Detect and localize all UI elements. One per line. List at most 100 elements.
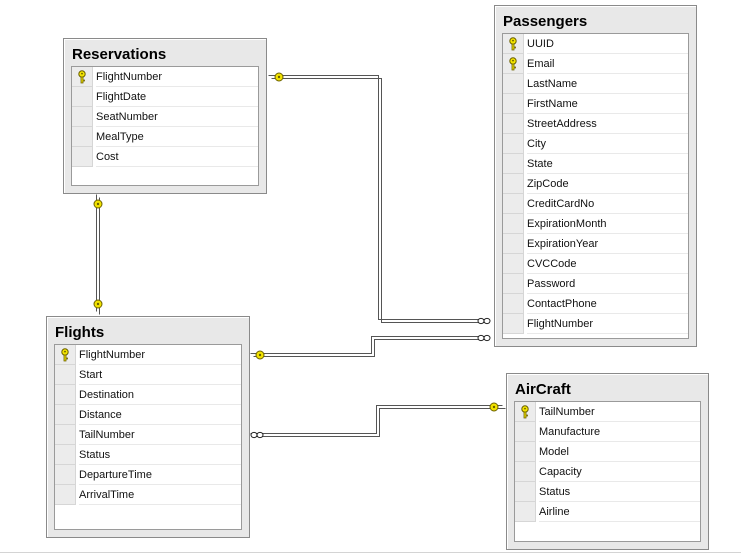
- row-selector[interactable]: [55, 345, 76, 365]
- column-row[interactable]: UUID: [503, 34, 688, 54]
- row-selector[interactable]: [515, 502, 536, 522]
- column-row[interactable]: City: [503, 134, 688, 154]
- table-title[interactable]: Flights: [55, 324, 105, 341]
- row-selector[interactable]: [515, 462, 536, 482]
- column-row[interactable]: SeatNumber: [72, 107, 258, 127]
- row-selector[interactable]: [72, 67, 93, 87]
- column-row[interactable]: FirstName: [503, 94, 688, 114]
- column-row[interactable]: Password: [503, 274, 688, 294]
- row-selector[interactable]: [515, 442, 536, 462]
- row-selector[interactable]: [503, 214, 524, 234]
- row-selector[interactable]: [72, 87, 93, 107]
- column-row[interactable]: State: [503, 154, 688, 174]
- row-selector[interactable]: [55, 385, 76, 405]
- table-title[interactable]: Passengers: [503, 13, 588, 30]
- relationship-reservations-flights[interactable]: [96, 194, 100, 315]
- row-selector[interactable]: [55, 465, 76, 485]
- one-end-key-icon: [93, 299, 103, 309]
- column-row[interactable]: Airline: [515, 502, 700, 522]
- row-selector[interactable]: [503, 94, 524, 114]
- row-selector[interactable]: [72, 107, 93, 127]
- column-row[interactable]: Status: [55, 445, 241, 465]
- column-row[interactable]: TailNumber: [55, 425, 241, 445]
- table-title[interactable]: AirCraft: [515, 381, 571, 398]
- row-selector[interactable]: [503, 294, 524, 314]
- row-selector[interactable]: [503, 74, 524, 94]
- column-name: Capacity: [539, 462, 700, 482]
- column-row[interactable]: StreetAddress: [503, 114, 688, 134]
- primary-key-icon: [509, 37, 517, 51]
- column-row[interactable]: Cost: [72, 147, 258, 167]
- row-selector[interactable]: [503, 314, 524, 334]
- relationship-reservations-passengers[interactable]: [268, 75, 490, 323]
- row-selector[interactable]: [55, 405, 76, 425]
- column-row[interactable]: ZipCode: [503, 174, 688, 194]
- column-row[interactable]: CreditCardNo: [503, 194, 688, 214]
- column-row[interactable]: MealType: [72, 127, 258, 147]
- column-row[interactable]: Capacity: [515, 462, 700, 482]
- row-selector[interactable]: [55, 365, 76, 385]
- table-title[interactable]: Reservations: [72, 46, 167, 63]
- column-name: ArrivalTime: [79, 485, 241, 505]
- row-selector[interactable]: [72, 127, 93, 147]
- primary-key-icon: [521, 405, 529, 419]
- relationship-flights-aircraft[interactable]: [250, 405, 506, 437]
- column-name: SeatNumber: [96, 107, 258, 127]
- row-selector[interactable]: [515, 422, 536, 442]
- column-row[interactable]: Status: [515, 482, 700, 502]
- column-name: Model: [539, 442, 700, 462]
- column-row[interactable]: Distance: [55, 405, 241, 425]
- column-row[interactable]: Start: [55, 365, 241, 385]
- one-end-key-icon: [274, 72, 284, 82]
- one-end-key-icon: [489, 402, 499, 412]
- row-selector[interactable]: [503, 234, 524, 254]
- many-end-infinity-icon: [250, 431, 264, 439]
- row-selector[interactable]: [503, 174, 524, 194]
- column-row[interactable]: LastName: [503, 74, 688, 94]
- column-row[interactable]: ContactPhone: [503, 294, 688, 314]
- column-row[interactable]: Manufacture: [515, 422, 700, 442]
- row-selector[interactable]: [503, 134, 524, 154]
- row-selector[interactable]: [503, 154, 524, 174]
- column-row[interactable]: CVCCode: [503, 254, 688, 274]
- column-row[interactable]: FlightNumber: [55, 345, 241, 365]
- column-row[interactable]: ExpirationYear: [503, 234, 688, 254]
- column-name: TailNumber: [79, 425, 241, 445]
- column-name: Password: [527, 274, 688, 294]
- row-selector[interactable]: [515, 482, 536, 502]
- row-selector[interactable]: [515, 402, 536, 422]
- column-name: Airline: [539, 502, 700, 522]
- column-row[interactable]: ExpirationMonth: [503, 214, 688, 234]
- column-row[interactable]: TailNumber: [515, 402, 700, 422]
- relationship-flights-passengers[interactable]: [250, 336, 490, 357]
- column-name: ZipCode: [527, 174, 688, 194]
- row-selector[interactable]: [55, 485, 76, 505]
- row-selector[interactable]: [503, 54, 524, 74]
- row-selector[interactable]: [503, 114, 524, 134]
- column-name: Status: [539, 482, 700, 502]
- column-row[interactable]: FlightNumber: [503, 314, 688, 334]
- column-row[interactable]: Destination: [55, 385, 241, 405]
- column-name: ExpirationMonth: [527, 214, 688, 234]
- row-selector[interactable]: [503, 254, 524, 274]
- row-selector[interactable]: [503, 34, 524, 54]
- column-row[interactable]: Model: [515, 442, 700, 462]
- column-row[interactable]: Email: [503, 54, 688, 74]
- row-selector[interactable]: [55, 425, 76, 445]
- row-selector[interactable]: [503, 274, 524, 294]
- column-row[interactable]: FlightDate: [72, 87, 258, 107]
- column-row[interactable]: FlightNumber: [72, 67, 258, 87]
- row-selector[interactable]: [503, 194, 524, 214]
- column-name: FlightDate: [96, 87, 258, 107]
- row-selector[interactable]: [55, 445, 76, 465]
- column-name: FirstName: [527, 94, 688, 114]
- row-selector[interactable]: [72, 147, 93, 167]
- column-row[interactable]: DepartureTime: [55, 465, 241, 485]
- column-row[interactable]: ArrivalTime: [55, 485, 241, 505]
